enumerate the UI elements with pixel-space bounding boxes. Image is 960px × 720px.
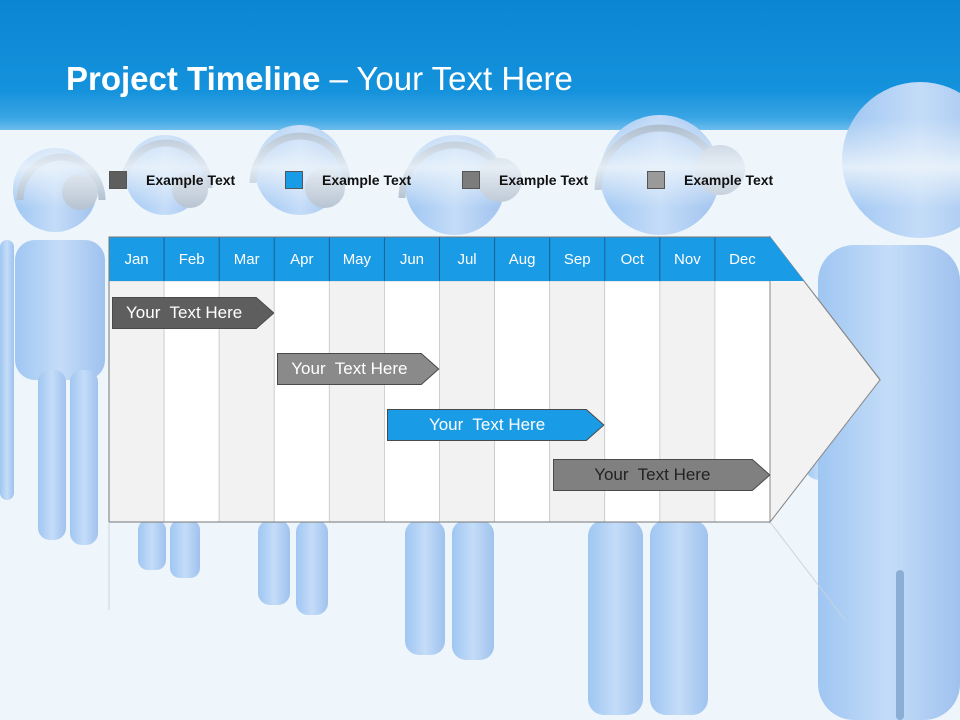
month-column <box>439 280 495 523</box>
month-label-jan: Jan <box>124 250 149 268</box>
month-label-jul: Jul <box>457 250 477 268</box>
task-bar[interactable]: Your Text Here <box>552 459 770 491</box>
task-bar-label: Your Text Here <box>428 415 546 434</box>
task-bar-arrow <box>277 353 440 385</box>
task-bar-shape <box>387 409 605 441</box>
month-label-may: May <box>342 250 372 268</box>
task-bar-label: Your Text Here <box>594 465 711 484</box>
header-band <box>0 0 960 130</box>
header-row-tip <box>770 237 804 281</box>
reflection-line <box>769 521 846 621</box>
task-bar-shape <box>112 297 275 329</box>
month-label-dec: Dec <box>729 250 756 268</box>
legend-label: Example Text <box>684 172 774 188</box>
task-bar-label: Your Text Here <box>291 359 408 378</box>
legend-swatch <box>647 171 665 189</box>
month-label-jun: Jun <box>399 250 425 268</box>
month-label-nov: Nov <box>674 250 701 268</box>
legend-label: Example Text <box>322 172 412 188</box>
task-bar-arrow <box>112 297 275 329</box>
legend-label: Example Text <box>146 172 236 188</box>
month-label-aug: Aug <box>508 250 536 268</box>
page-title-rest: – Your Text Here <box>320 60 573 97</box>
task-bar[interactable]: Your Text Here <box>112 297 275 329</box>
month-label-oct: Oct <box>620 250 644 268</box>
legend-label: Example Text <box>499 172 589 188</box>
month-column <box>494 280 551 523</box>
task-bar-arrow <box>552 459 770 491</box>
month-label-sep: Sep <box>563 250 591 268</box>
task-bar[interactable]: Your Text Here <box>277 353 440 385</box>
task-bar-shape <box>277 353 440 385</box>
month-label-feb: Feb <box>178 250 205 268</box>
page-title-bold: Project Timeline <box>66 60 321 97</box>
legend-swatch <box>462 171 480 189</box>
month-column <box>328 280 385 523</box>
month-label-mar: Mar <box>233 250 260 268</box>
month-column <box>384 280 440 523</box>
legend-swatch <box>285 171 303 189</box>
header-fade <box>0 118 960 208</box>
month-column <box>273 280 330 523</box>
month-label-apr: Apr <box>290 250 314 268</box>
task-bar[interactable]: Your Text Here <box>387 409 605 441</box>
timeline-outline <box>108 236 770 523</box>
legend-swatch <box>109 171 127 189</box>
task-bar-shape <box>552 459 770 491</box>
task-bar-label: Your Text Here <box>126 303 243 322</box>
task-bar-arrow <box>387 409 605 441</box>
arrow-head <box>769 235 881 524</box>
page-title: Project Timeline – Your Text Here <box>66 60 573 98</box>
